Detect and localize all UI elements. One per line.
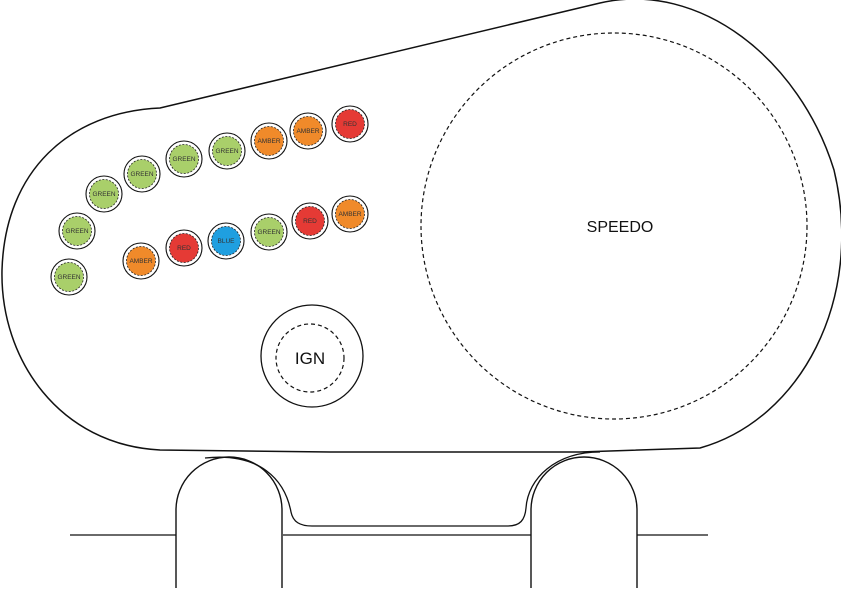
speedo-gauge (420, 32, 808, 420)
mount-post-right (530, 456, 638, 588)
lamp-lens (293, 116, 323, 146)
lamp-label: RED (303, 218, 317, 225)
warning-lamp-amber: AMBER (122, 242, 160, 280)
lamp-lens (89, 179, 119, 209)
warning-lamp-green: GREEN (58, 212, 96, 250)
lamp-label: GREEN (57, 274, 80, 281)
ignition-label: IGN (295, 349, 325, 368)
lamp-label: BLUE (218, 238, 236, 245)
lamp-lens (127, 159, 157, 189)
warning-lamp-green: GREEN (85, 175, 123, 213)
warning-lamp-amber: AMBER (250, 122, 288, 160)
lamp-label: GREEN (172, 156, 195, 163)
warning-lamp-red: RED (165, 229, 203, 267)
ignition-keyhole-ring (275, 323, 345, 393)
warning-lamp-red: RED (331, 105, 369, 143)
lamp-label: AMBER (257, 138, 280, 145)
warning-lamp-green: GREEN (50, 258, 88, 296)
lamp-lens (211, 226, 241, 256)
lamp-label: AMBER (338, 211, 361, 218)
warning-lamp-red: RED (291, 202, 329, 240)
lamp-lens (169, 144, 199, 174)
warning-lamp-amber: AMBER (289, 112, 327, 150)
lamp-label: AMBER (129, 258, 152, 265)
lamp-lens (54, 262, 84, 292)
warning-lamp-blue: BLUE (207, 222, 245, 260)
lamp-label: GREEN (257, 229, 280, 236)
speedo-label: SPEEDO (587, 219, 654, 236)
lower-warning-lamp-row: AMBER RED BLUE GREEN RED AMBER (122, 195, 369, 280)
warning-lamp-amber: AMBER (331, 195, 369, 233)
lamp-lens (335, 109, 365, 139)
lamp-lens (254, 126, 284, 156)
lamp-lens (62, 216, 92, 246)
lamp-label: GREEN (215, 148, 238, 155)
lamp-label: GREEN (65, 228, 88, 235)
mount-bracket (204, 451, 601, 527)
lamp-lens (126, 246, 156, 276)
lamp-label: GREEN (92, 191, 115, 198)
lamp-lens (254, 217, 284, 247)
lamp-lens (169, 233, 199, 263)
lamp-label: RED (177, 245, 191, 252)
upper-warning-lamp-row: GREENGREENGREENGREENGREENGREENAMBERAMBER… (50, 105, 369, 296)
lamp-lens (212, 136, 242, 166)
lamp-label: RED (343, 121, 357, 128)
lamp-lens (295, 206, 325, 236)
lamp-label: GREEN (130, 171, 153, 178)
warning-lamp-green: GREEN (250, 213, 288, 251)
warning-lamp-green: GREEN (123, 155, 161, 193)
lamp-lens (335, 199, 365, 229)
lamp-label: AMBER (296, 128, 319, 135)
warning-lamp-green: GREEN (165, 140, 203, 178)
mount-post-left (175, 456, 283, 588)
warning-lamp-green: GREEN (208, 132, 246, 170)
